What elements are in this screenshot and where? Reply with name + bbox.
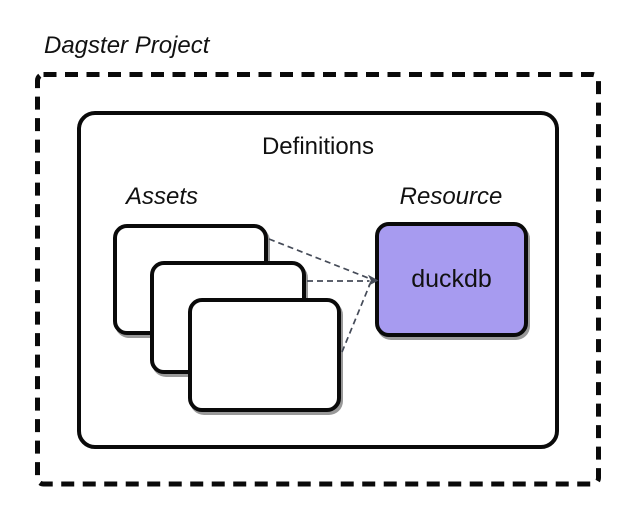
asset-card-front <box>188 298 341 412</box>
resource-box-duckdb: duckdb <box>375 222 528 337</box>
project-label: Dagster Project <box>44 32 210 59</box>
assets-label: Assets <box>126 183 199 210</box>
resource-box-label: duckdb <box>411 265 492 293</box>
definitions-label: Definitions <box>261 133 375 160</box>
resource-label: Resource <box>399 183 503 210</box>
